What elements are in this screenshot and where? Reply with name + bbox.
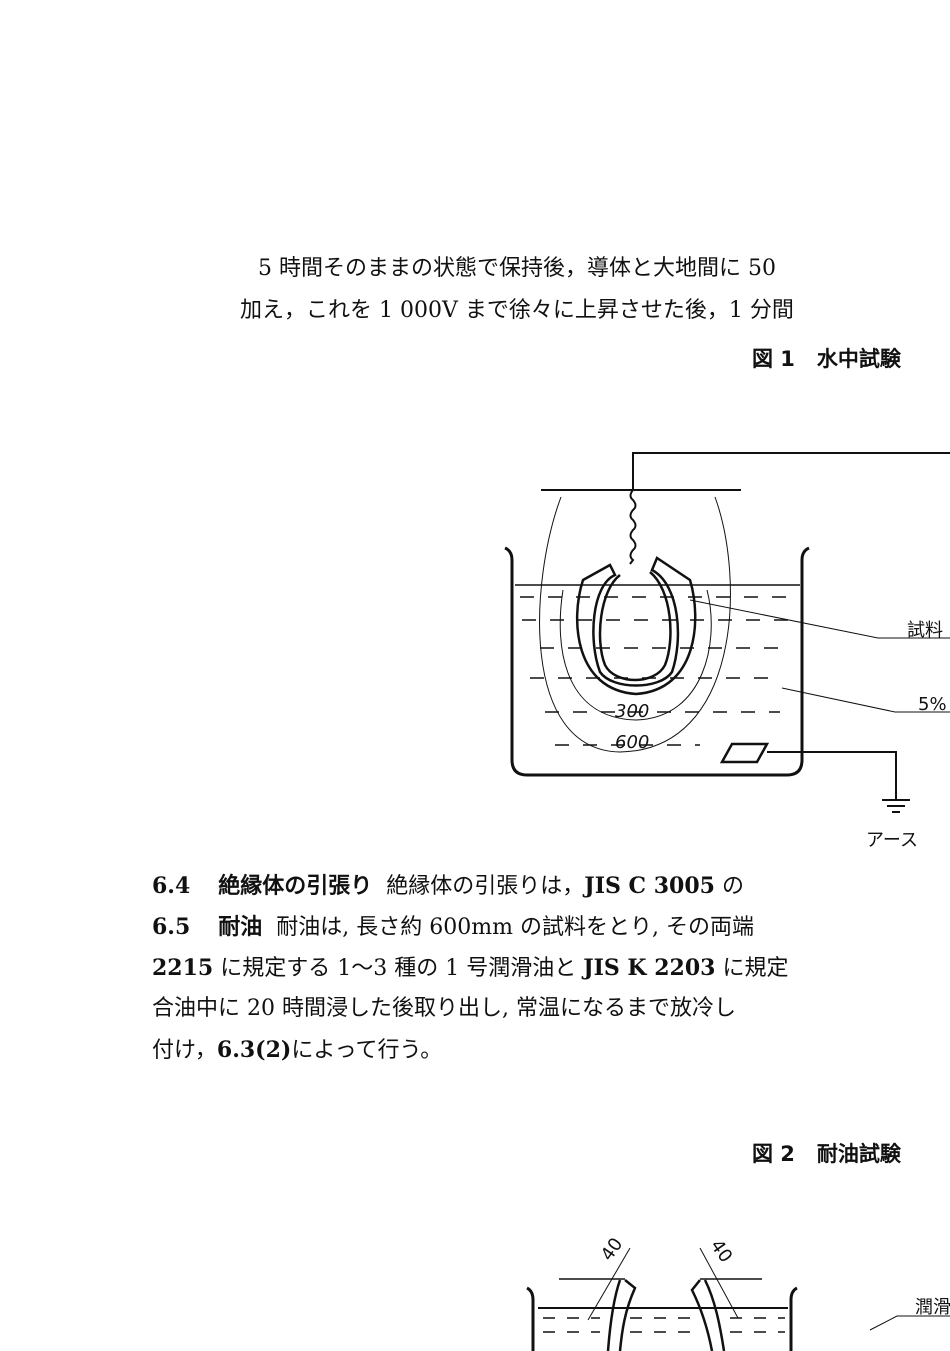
standard-reference: 2215 [152, 955, 214, 981]
tube-left [606, 1279, 637, 1351]
water-dashes [520, 596, 790, 746]
figure2-title: 耐油試験 [816, 1142, 901, 1166]
dim-arrow-right [699, 1247, 739, 1319]
dim-arrow-left [587, 1247, 631, 1321]
clause-reference: 6.3(2) [216, 1037, 292, 1063]
section-text: の [714, 874, 744, 899]
body-text-line: 5 時間そのままの状態で保持後，導体と大地間に 50 [258, 256, 776, 281]
beaker-2 [526, 1286, 798, 1351]
ground-icon [882, 799, 910, 813]
beaker [504, 546, 810, 777]
body-text-line: 2215 に規定する 1〜3 種の 1 号潤滑油と JIS K 2203 に規定 [152, 955, 788, 982]
section-number: 6.4 [152, 873, 191, 899]
section-text: 絶縁体の引張りは， [386, 874, 585, 899]
body-text-line: 加え，これを 1 000V まで徐々に上昇させた後，1 分間 [240, 298, 794, 323]
body-text-line: 合油中に 20 時間浸した後取り出し, 常温になるまで放冷し [152, 996, 736, 1021]
label-earth: アース [866, 830, 918, 851]
field-line-600 [539, 496, 731, 753]
earth-wire [767, 751, 897, 800]
solution-leader [781, 687, 950, 713]
section-6-5: 6.5 耐油 耐油は, 長さ約 600mm の試料をとり, その両端 [152, 914, 754, 941]
figure1-caption: 図 1 水中試験 [752, 346, 901, 372]
figure2-diagram [526, 1247, 950, 1351]
label-solution: 5% [918, 694, 947, 715]
label-oil: 潤滑 [915, 1297, 950, 1318]
figure2-number: 図 2 [752, 1142, 795, 1166]
twisted-wire [629, 489, 637, 565]
sample-inner [598, 571, 672, 682]
figure2-caption: 図 2 耐油試験 [752, 1141, 901, 1167]
field-line-300 [559, 589, 712, 721]
section-text: によって行う。 [291, 1038, 443, 1063]
oil-leader [869, 1315, 950, 1331]
section-text: 耐油は, 長さ約 600mm の試料をとり, その両端 [276, 915, 754, 940]
standard-reference: JIS C 3005 [584, 873, 715, 899]
oil-dashes [543, 1317, 785, 1333]
section-title: 絶縁体の引張り [218, 873, 373, 899]
standard-reference: JIS K 2203 [583, 955, 716, 981]
dim-40-right: 40 [706, 1236, 736, 1267]
section-number: 6.5 [152, 914, 191, 940]
dim-600: 600 [615, 732, 649, 753]
section-title: 耐油 [218, 914, 263, 940]
figure1-number: 図 1 [752, 347, 795, 371]
lead-wire [632, 452, 950, 490]
electrode-plate [719, 742, 770, 764]
tube-right [690, 1279, 726, 1351]
section-text: に規定する 1〜3 種の 1 号潤滑油と [213, 956, 584, 981]
body-text-line: 付け，6.3(2)によって行う。 [152, 1037, 442, 1064]
sample-leader [689, 599, 950, 639]
section-6-4: 6.4 絶縁体の引張り 絶縁体の引張りは，JIS C 3005 の [152, 873, 744, 900]
sample-outer [575, 556, 697, 696]
figure1-title: 水中試験 [816, 347, 901, 371]
dim-300: 300 [615, 701, 649, 722]
section-text: 付け， [152, 1038, 217, 1063]
label-sample: 試料 [907, 620, 943, 641]
section-text: に規定 [715, 956, 789, 981]
